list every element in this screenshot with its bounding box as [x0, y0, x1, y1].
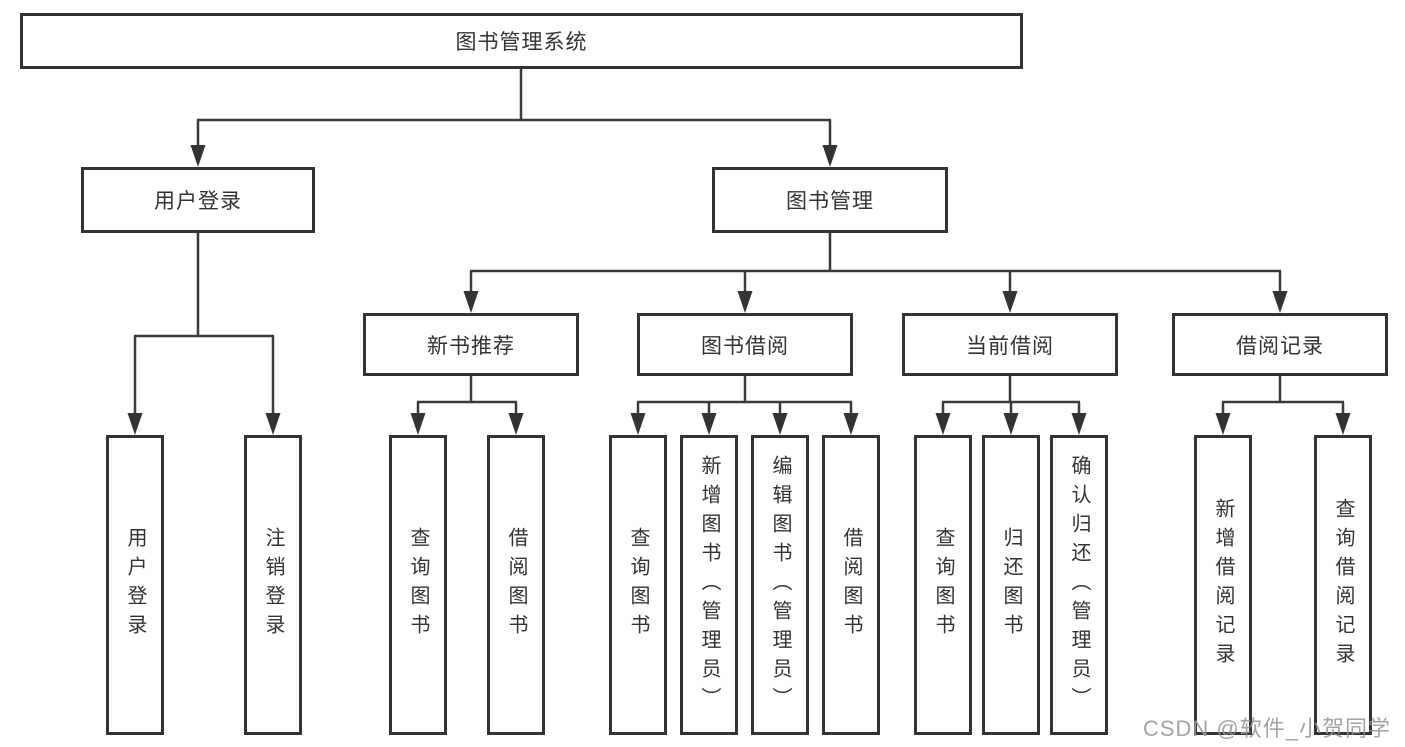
- node-label: 查询图书: [627, 527, 649, 643]
- node-label: 图书借阅: [701, 334, 789, 358]
- node-label: 借阅记录: [1236, 334, 1324, 358]
- node-new-book-recommend: 新书推荐: [363, 313, 579, 376]
- node-label: 新书推荐: [427, 334, 515, 358]
- node-label: 新增借阅记录: [1212, 498, 1234, 672]
- node-label: 查询图书: [407, 527, 429, 643]
- node-book-borrow: 图书借阅: [637, 313, 853, 376]
- leaf-node-return-books: 归还图书: [982, 435, 1040, 735]
- leaf-node-add-books-admin: 新增图书（管理员）: [680, 435, 738, 735]
- leaf-node-confirm-return-admin: 确认归还（管理员）: [1050, 435, 1108, 735]
- node-label: 图书管理系统: [455, 31, 588, 54]
- node-label: 图书管理: [786, 190, 874, 213]
- node-label: 当前借阅: [966, 334, 1054, 358]
- leaf-node-add-borrow-record: 新增借阅记录: [1194, 435, 1252, 735]
- node-label: 用户登录: [124, 527, 146, 643]
- node-label: 归还图书: [1000, 527, 1022, 643]
- node-label: 查询借阅记录: [1332, 498, 1354, 672]
- leaf-node-logout: 注销登录: [244, 435, 302, 735]
- leaf-node-user-login: 用户登录: [106, 435, 164, 735]
- node-book-management: 图书管理: [712, 167, 948, 233]
- node-label: 用户登录: [154, 190, 242, 213]
- node-label: 新增图书（管理员）: [698, 454, 720, 716]
- leaf-node-query-borrow-record: 查询借阅记录: [1314, 435, 1372, 735]
- node-label: 编辑图书（管理员）: [769, 454, 791, 716]
- node-label: 借阅图书: [505, 527, 527, 643]
- leaf-node-query-books-1: 查询图书: [389, 435, 447, 735]
- node-current-borrow: 当前借阅: [902, 313, 1118, 376]
- node-label: 查询图书: [932, 527, 954, 643]
- node-label: 借阅图书: [840, 527, 862, 643]
- node-borrow-records: 借阅记录: [1172, 313, 1388, 376]
- leaf-node-query-books-2: 查询图书: [609, 435, 667, 735]
- leaf-node-borrow-books-1: 借阅图书: [487, 435, 545, 735]
- leaf-node-borrow-books-2: 借阅图书: [822, 435, 880, 735]
- leaf-node-edit-books-admin: 编辑图书（管理员）: [751, 435, 809, 735]
- node-label: 注销登录: [262, 527, 284, 643]
- leaf-node-query-books-3: 查询图书: [914, 435, 972, 735]
- csdn-watermark: CSDN @软件_小贺同学: [1142, 716, 1391, 741]
- node-label: 确认归还（管理员）: [1068, 454, 1090, 716]
- node-library-management-system: 图书管理系统: [20, 13, 1023, 69]
- arrowhead-icons: [127, 145, 1351, 435]
- node-user-login: 用户登录: [81, 167, 315, 233]
